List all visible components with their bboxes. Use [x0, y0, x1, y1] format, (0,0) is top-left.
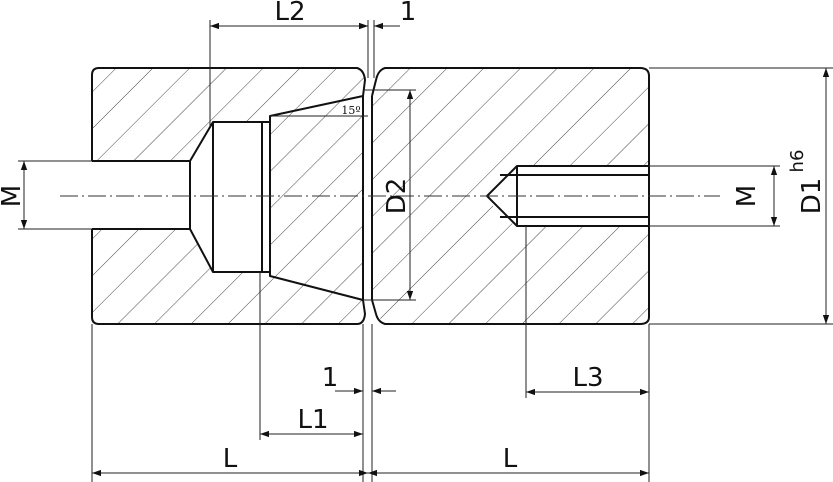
label-D1-tolerance: h6 [787, 150, 808, 173]
label-D2: D2 [382, 178, 412, 215]
left-part-section [91, 67, 366, 325]
label-angle: 15º [341, 104, 360, 117]
dim-M-right: M [649, 165, 780, 227]
dim-gap-bottom: 1 [322, 324, 396, 482]
label-D1: D1 [797, 178, 827, 215]
label-L3: L3 [572, 363, 603, 393]
label-gap-top: 1 [400, 0, 417, 27]
label-L-left: L [223, 444, 238, 474]
left-bore-lines [92, 160, 190, 230]
label-L1: L1 [297, 405, 328, 435]
dim-L-left: L [91, 324, 368, 482]
left-counterbore [189, 121, 271, 273]
dim-gap-top: 1 [340, 0, 417, 30]
label-M-right: M [732, 185, 762, 207]
label-L-right: L [503, 444, 518, 474]
dim-L-right: L [368, 444, 649, 477]
angle-annotation: 15º [270, 104, 368, 117]
dim-D2: D2 [363, 89, 416, 301]
left-cone-hatch [270, 96, 363, 300]
label-gap-bottom: 1 [322, 363, 339, 393]
left-bottom-hatch [92, 229, 365, 324]
label-M-left: M [0, 185, 27, 207]
left-top-hatch [92, 68, 365, 161]
dim-L1: L1 [259, 272, 363, 440]
left-part-outline [91, 67, 366, 325]
dim-M-left: M [0, 160, 92, 230]
label-L2: L2 [274, 0, 305, 27]
dim-L3: L3 [525, 226, 650, 482]
dim-D1: D1 h6 [649, 67, 833, 325]
